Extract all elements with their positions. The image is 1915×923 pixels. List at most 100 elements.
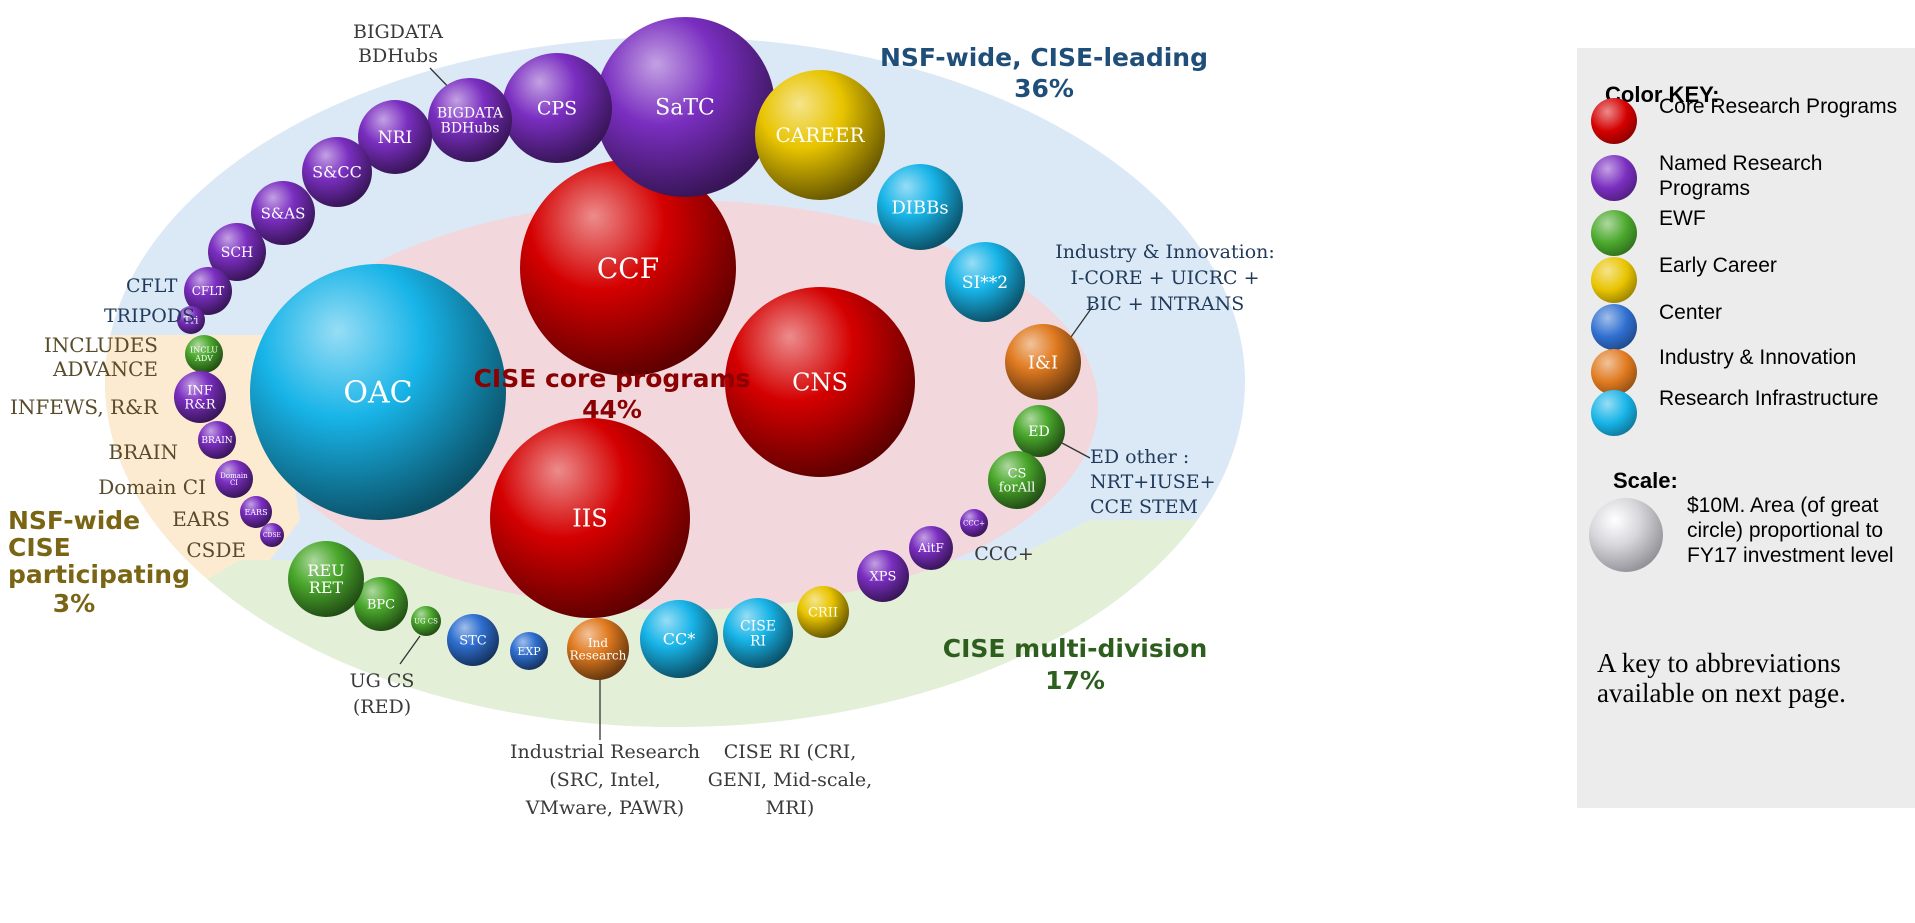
- bubble-csforall-label: forAll: [999, 480, 1036, 495]
- bubble-includes-label: ADV: [194, 354, 213, 363]
- callout-line-ugcs: [399, 635, 421, 665]
- bubble-oac-sphere: [250, 264, 506, 520]
- bubble-scc-label: S&CC: [312, 163, 362, 182]
- callout-ciseri: MRI): [766, 797, 815, 819]
- callout-cflt: CFLT: [126, 275, 178, 297]
- bubble-csforall-label: CS: [1008, 467, 1027, 482]
- bubble-ccf-sphere: [520, 160, 736, 376]
- bubble-ccstar: CC*: [640, 600, 718, 678]
- bubble-cns-label: CNS: [792, 368, 848, 396]
- callout-brain: BRAIN: [108, 440, 178, 464]
- bubble-bpc-label: BPC: [367, 598, 395, 613]
- color-key-swatch-industry: [1591, 349, 1637, 395]
- bubble-stc-sphere: [447, 614, 499, 666]
- callout-industry: I-CORE + UICRC +: [1070, 267, 1259, 289]
- group-label-nsf-wide-participating: participating: [8, 560, 190, 589]
- bubble-cflt-sphere: [184, 267, 232, 315]
- bubble-indresearch-label: Ind: [588, 636, 608, 650]
- bubble-includes-label: INCLU: [190, 346, 218, 355]
- bubble-aitf-sphere: [909, 526, 953, 570]
- callout-industry: Industry & Innovation:: [1055, 241, 1275, 263]
- callout-labels: BIGDATABDHubsCFLTTRIPODSINCLUDESADVANCEI…: [10, 21, 1275, 819]
- color-key-swatch-named: [1591, 155, 1637, 201]
- bubble-cccplus: CCC+: [960, 509, 988, 537]
- bubble-ii: I&I: [1005, 324, 1081, 400]
- bubble-ccf: CCF: [520, 160, 736, 376]
- program-bubbles: CCFCNSIISOACSaTCCPSBIGDATABDHubsNRIS&CCS…: [174, 17, 1081, 680]
- bubble-ugcs-sphere: [411, 606, 441, 636]
- bubble-sch-label: SCH: [221, 245, 254, 261]
- bubble-ed-label: ED: [1028, 424, 1049, 440]
- color-key-swatch-ewf: [1591, 210, 1637, 256]
- bubble-cflt-label: CFLT: [192, 284, 225, 298]
- bubble-infrr-label: R&R: [184, 397, 216, 412]
- color-key-label: Named Research Programs: [1659, 152, 1823, 200]
- bubble-ugcs-label: UG CS: [414, 617, 438, 625]
- bubble-nri-label: NRI: [378, 128, 412, 148]
- bubble-sch: SCH: [208, 223, 266, 281]
- callout-ciseri: CISE RI (CRI,: [724, 741, 857, 763]
- bubble-bigdata-label: BDHubs: [441, 120, 500, 136]
- color-key-swatch-infrastructure: [1591, 390, 1637, 436]
- bubble-csde: CDSE: [260, 523, 284, 547]
- bubble-exp-sphere: [510, 632, 548, 670]
- callout-cccplus: CCC+: [974, 543, 1034, 565]
- bubble-cps-sphere: [502, 53, 612, 163]
- bubble-csde-sphere: [260, 523, 284, 547]
- color-key-item: Early Career: [1591, 253, 1911, 309]
- bubble-iis: IIS: [490, 418, 690, 618]
- bubble-ii-label: I&I: [1028, 352, 1058, 373]
- bubble-xps-label: XPS: [870, 570, 897, 585]
- bubble-cccplus-label: CCC+: [963, 519, 985, 527]
- color-key-item: Center: [1591, 300, 1911, 356]
- bubble-bpc-sphere: [354, 577, 408, 631]
- callout-ciseri: GENI, Mid-scale,: [708, 769, 872, 791]
- callout-includes: INCLUDES: [44, 333, 158, 357]
- bubble-bpc: BPC: [354, 577, 408, 631]
- region-multi-division: [105, 520, 1245, 727]
- callout-domainci: Domain CI: [98, 475, 206, 499]
- bubble-dibbs: DIBBs: [877, 164, 963, 250]
- bubble-iis-label: IIS: [572, 504, 607, 532]
- color-key-label: Early Career: [1659, 254, 1777, 277]
- callout-ed-other: CCE STEM: [1090, 496, 1198, 518]
- bubble-ugcs: UG CS: [411, 606, 441, 636]
- bubble-crii-sphere: [797, 586, 849, 638]
- group-label-nsf-wide-participating: NSF-wide: [8, 506, 140, 535]
- bubble-si2: SI**2: [945, 242, 1025, 322]
- bubble-dibbs-sphere: [877, 164, 963, 250]
- callout-infews: INFEWS, R&R: [10, 395, 159, 419]
- bubble-tri-label: Tri: [184, 316, 199, 327]
- color-key-label: Center: [1659, 301, 1723, 324]
- bubble-tri: Tri: [177, 306, 205, 334]
- group-label-core-programs-pct: 44%: [582, 395, 642, 424]
- bubble-crii-label: CRII: [808, 606, 838, 621]
- bubble-tri-sphere: [177, 306, 205, 334]
- bubble-csde-label: CDSE: [263, 532, 281, 539]
- callout-ears: EARS: [172, 507, 230, 531]
- bubble-reuret-sphere: [288, 541, 364, 617]
- color-key-label: Industry & Innovation: [1659, 346, 1857, 369]
- callout-indresearch: Industrial Research: [510, 741, 700, 763]
- bubble-cflt: CFLT: [184, 267, 232, 315]
- bubble-iis-sphere: [490, 418, 690, 618]
- bubble-career-sphere: [755, 70, 885, 200]
- bubble-career-label: CAREER: [775, 123, 865, 147]
- callout-ugcs: (RED): [353, 696, 411, 718]
- callout-line-ed-other: [1061, 442, 1091, 459]
- callout-tripods: TRIPODS: [104, 305, 195, 327]
- bubble-nri: NRI: [358, 100, 432, 174]
- group-label-nsf-wide-participating-pct: 3%: [53, 589, 95, 618]
- scale-reference-sphere: [1589, 498, 1663, 572]
- group-label-multi-division-pct: 17%: [1045, 666, 1105, 695]
- bubble-brain-label: BRAIN: [201, 436, 232, 446]
- bubble-scc: S&CC: [302, 137, 372, 207]
- bubble-satc-sphere: [595, 17, 775, 197]
- bubble-indresearch-sphere: [567, 618, 629, 680]
- bubble-includes-sphere: [185, 335, 223, 373]
- bubble-ears-label: EARS: [244, 508, 267, 517]
- color-key-item: EWF: [1591, 206, 1911, 262]
